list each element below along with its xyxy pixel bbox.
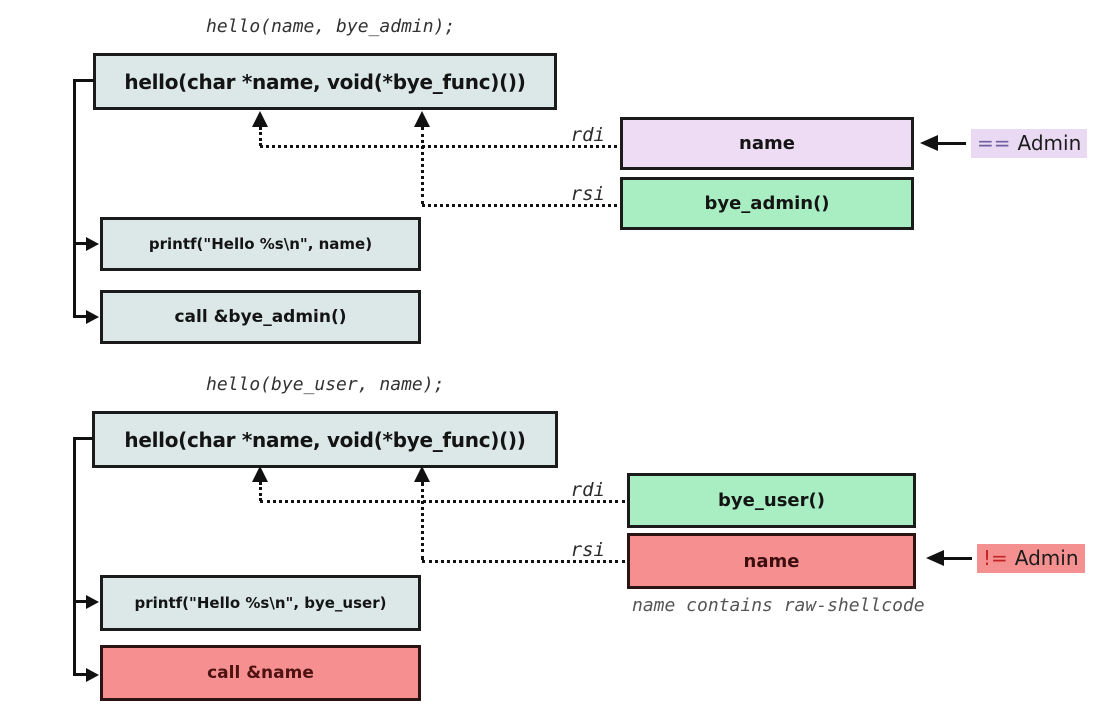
- bottom-rsi-label: rsi: [570, 539, 605, 561]
- top-rdi-dotted-line: [260, 145, 617, 148]
- bottom-connector-line: [73, 437, 76, 676]
- bottom-branch-call-line: [76, 673, 87, 676]
- top-annotation-value: Admin: [1017, 131, 1082, 155]
- bottom-annotation-arrow-icon: [926, 550, 944, 566]
- top-rdi-label: rdi: [570, 124, 605, 146]
- bottom-rsi-arrow-icon: [414, 466, 430, 482]
- bottom-function-signature-box: hello(char *name, void(*bye_func)()): [92, 411, 558, 468]
- bottom-branch-call-arrow-icon: [86, 668, 99, 682]
- top-rdi-dotted-stub: [259, 127, 262, 146]
- top-annotation-operator: ==: [977, 131, 1011, 155]
- bottom-rdi-arrow-icon: [252, 466, 268, 482]
- top-connector-line: [73, 79, 76, 318]
- top-rdi-arrow-icon: [252, 111, 268, 127]
- top-call-site-caption: hello(name, bye_admin);: [206, 16, 456, 37]
- bottom-connector-stub: [73, 437, 93, 440]
- top-branch-call-arrow-icon: [86, 310, 99, 324]
- top-rsi-value-box: bye_admin(): [620, 177, 914, 230]
- bottom-annotation-arrow-line: [942, 557, 972, 560]
- bottom-rdi-label: rdi: [570, 479, 605, 501]
- bottom-call-site-caption: hello(bye_user, name);: [206, 374, 445, 395]
- top-connector-stub: [73, 79, 94, 82]
- top-rdi-value-box: name: [620, 117, 914, 170]
- bottom-call-box: call &name: [100, 645, 421, 701]
- bottom-rdi-dotted-line: [260, 500, 625, 503]
- bottom-branch-printf-arrow-icon: [86, 595, 99, 609]
- bottom-rdi-dotted-stub: [259, 482, 262, 501]
- top-rsi-dotted-line: [422, 204, 617, 207]
- top-branch-printf-line: [76, 242, 87, 245]
- bottom-annotation-badge: !=Admin: [977, 544, 1085, 573]
- top-printf-box: printf("Hello %s\n", name): [100, 217, 421, 271]
- shellcode-note: name contains raw-shellcode: [632, 595, 925, 616]
- bottom-rsi-value-box: name: [627, 533, 916, 589]
- top-annotation-arrow-icon: [920, 135, 938, 151]
- top-rsi-dotted-stub: [421, 127, 424, 204]
- top-call-box: call &bye_admin(): [100, 290, 421, 344]
- bottom-annotation-value: Admin: [1014, 546, 1079, 570]
- top-rsi-arrow-icon: [414, 111, 430, 127]
- top-annotation-badge: ==Admin: [971, 129, 1088, 158]
- bottom-printf-box: printf("Hello %s\n", bye_user): [100, 575, 421, 631]
- bottom-rsi-dotted-line: [422, 560, 625, 563]
- top-rsi-label: rsi: [570, 183, 605, 205]
- bottom-annotation-operator: !=: [983, 546, 1008, 570]
- top-function-signature-box: hello(char *name, void(*bye_func)()): [93, 53, 557, 110]
- top-annotation-arrow-line: [936, 142, 966, 145]
- top-branch-call-line: [76, 315, 87, 318]
- top-branch-printf-arrow-icon: [86, 237, 99, 251]
- bottom-branch-printf-line: [76, 600, 87, 603]
- bottom-rdi-value-box: bye_user(): [627, 473, 916, 528]
- bottom-rsi-dotted-stub: [421, 482, 424, 560]
